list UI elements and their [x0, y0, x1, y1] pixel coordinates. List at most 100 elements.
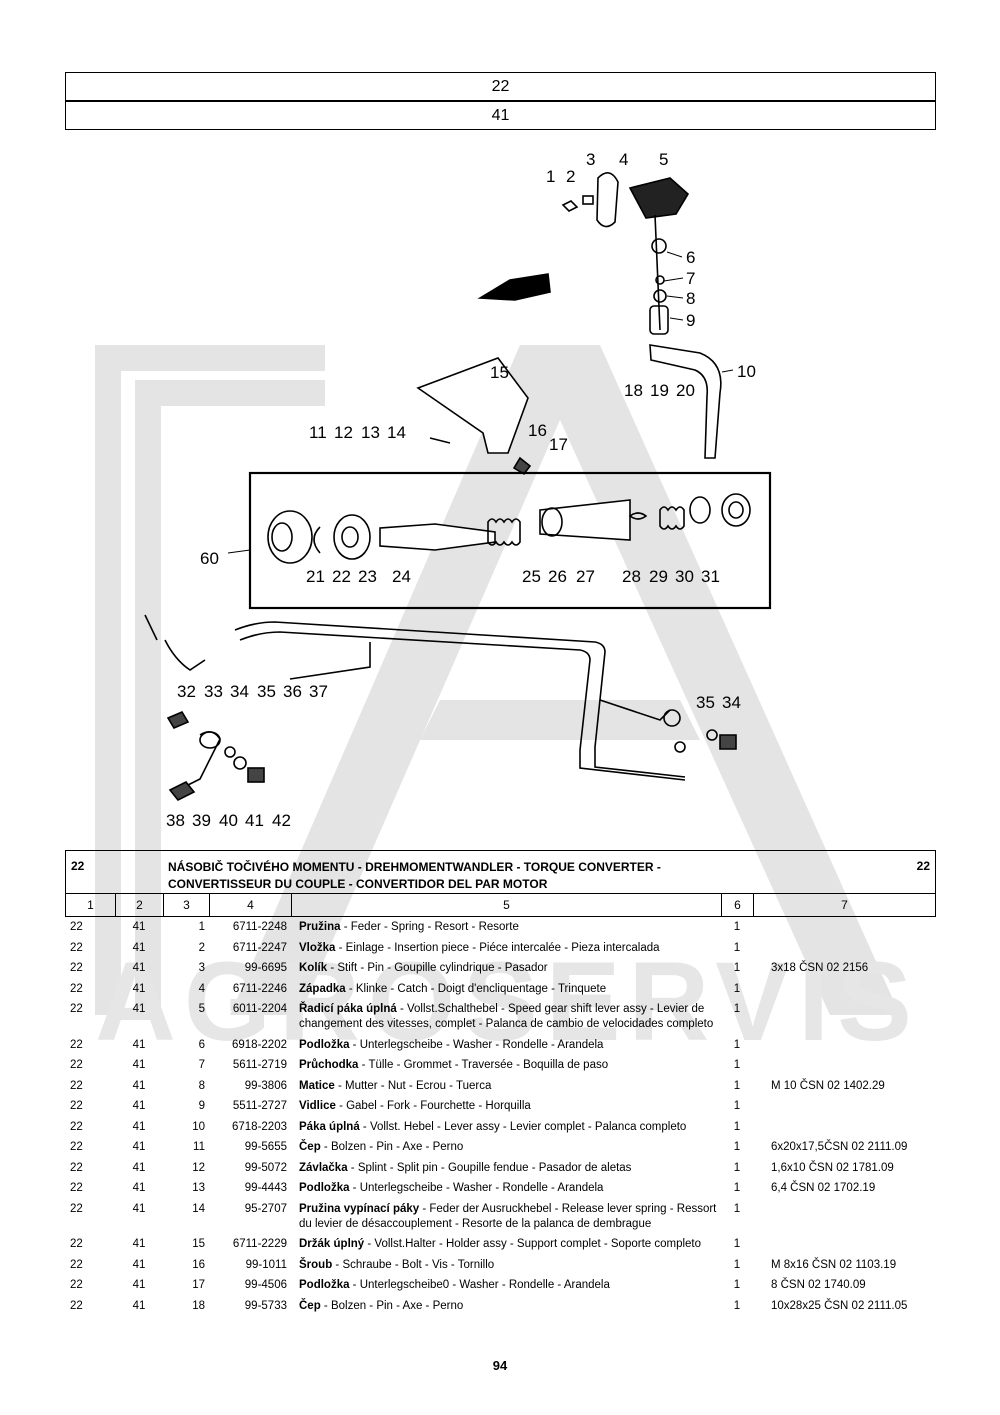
- cell-position: 16: [192, 1258, 205, 1271]
- cell-note: [753, 920, 934, 935]
- callout-34: 34: [230, 682, 249, 701]
- cell-group: 22: [70, 1299, 83, 1312]
- cell-description: Vložka - Einlage - Insertion piece - Pié…: [291, 941, 721, 956]
- cell-position: 1: [198, 921, 205, 933]
- callout-31: 31: [701, 567, 720, 586]
- cell-note: [753, 1099, 934, 1114]
- callout-34-right: 34: [722, 693, 741, 712]
- cell-note: [753, 1058, 934, 1073]
- callout-60: 60: [200, 549, 219, 568]
- callout-6: 6: [686, 248, 695, 267]
- cell-position: 7: [198, 1059, 205, 1071]
- part-name: Čep: [299, 1141, 321, 1153]
- cell-group: 22: [70, 1079, 83, 1092]
- cell-description: Západka - Klinke - Catch - Doigt d'encli…: [291, 982, 721, 997]
- section-title-line1: NÁSOBIČ TOČIVÉHO MOMENTU - DREHMOMENTWAN…: [168, 860, 661, 874]
- section-group-right: 22: [916, 859, 930, 873]
- cell-description: Podložka - Unterlegscheibe0 - Washer - R…: [291, 1278, 721, 1293]
- col-4: 4: [210, 894, 292, 916]
- cell-part-code: 6711-2247: [232, 941, 287, 954]
- part-name: Podložka: [299, 1182, 350, 1194]
- cell-subgroup: 41: [132, 1299, 146, 1312]
- cell-part-code: 6711-2248: [232, 921, 287, 933]
- cell-position: 12: [192, 1161, 205, 1174]
- subgroup-number: 41: [65, 101, 936, 130]
- cell-quantity: 1: [733, 1079, 741, 1092]
- part-name: Podložka: [299, 1038, 350, 1051]
- part-translations: - Schraube - Bolt - Vis - Tornillo: [332, 1258, 495, 1271]
- callout-19: 19: [650, 381, 669, 400]
- svg-text:AGROSERVIS: AGROSERVIS: [95, 939, 920, 1064]
- cell-subgroup: 41: [132, 941, 146, 954]
- callout-10: 10: [737, 362, 756, 381]
- cell-part-code: 99-4443: [244, 1182, 287, 1194]
- part-name: Matice: [299, 1079, 335, 1092]
- cell-note: 10x28x25 ČSN 02 2111.05: [771, 1299, 908, 1312]
- part-name: Závlačka: [299, 1161, 348, 1174]
- callout-37: 37: [309, 682, 328, 701]
- cell-quantity: 1: [733, 1182, 741, 1194]
- col-2: 2: [116, 894, 164, 916]
- part-name: Vidlice: [299, 1100, 336, 1112]
- cell-note: 3x18 ČSN 02 2156: [771, 962, 869, 974]
- cell-quantity: 1: [733, 1003, 741, 1015]
- cell-subgroup: 41: [132, 962, 146, 974]
- cell-note: 1,6x10 ČSN 02 1781.09: [771, 1161, 894, 1174]
- callout-33: 33: [204, 682, 223, 701]
- part-name: Pružina: [299, 921, 341, 933]
- cell-position: 6: [198, 1038, 205, 1051]
- cell-position: 5: [198, 1003, 205, 1015]
- callout-8: 8: [686, 289, 695, 308]
- part-name: Šroub: [299, 1258, 333, 1271]
- part-name: Vložka: [299, 941, 336, 954]
- callout-17: 17: [549, 435, 568, 454]
- cell-group: 22: [70, 1258, 83, 1271]
- part-translations: - Feder - Spring - Resort - Resorte: [340, 921, 519, 933]
- section-title-row: 22 NÁSOBIČ TOČIVÉHO MOMENTU - DREHMOMENT…: [65, 850, 936, 894]
- cell-group: 22: [70, 1038, 83, 1051]
- table-row: 22 41 16 99-1011 Šroub - Schraube - Bolt - V…: [65, 1258, 934, 1273]
- part-translations: - Unterlegscheibe0 - Washer - Rondelle -…: [349, 1279, 610, 1291]
- page-number: 94: [492, 1358, 508, 1373]
- cell-subgroup: 41: [132, 1141, 146, 1153]
- cell-position: 10: [192, 1120, 205, 1133]
- cell-quantity: 1: [733, 1120, 741, 1133]
- cell-quantity: 1: [733, 1258, 741, 1271]
- cell-quantity: 1: [733, 1299, 741, 1312]
- callout-14: 14: [387, 423, 406, 442]
- part-name: Podložka: [299, 1279, 350, 1291]
- cell-quantity: 1: [733, 1202, 741, 1215]
- part-name: Západka: [299, 982, 346, 995]
- callout-38: 38: [166, 811, 185, 830]
- cell-subgroup: 41: [132, 1161, 146, 1174]
- section-title-line2: CONVERTISSEUR DU COUPLE - CONVERTIDOR DE…: [168, 877, 548, 891]
- cell-description: Řadicí páka úplná - Vollst.Schalthebel -…: [291, 1002, 721, 1032]
- callout-40: 40: [219, 811, 238, 830]
- cell-part-code: 6711-2246: [232, 982, 287, 995]
- callout-3: 3: [586, 150, 595, 169]
- cell-position: 17: [192, 1279, 205, 1291]
- callout-26: 26: [548, 567, 567, 586]
- cell-subgroup: 41: [132, 1003, 146, 1015]
- cell-description: Průchodka - Tülle - Grommet - Traversée …: [291, 1058, 721, 1073]
- part-name: Držák úplný: [299, 1238, 365, 1250]
- cell-group: 22: [70, 1202, 83, 1215]
- cell-quantity: 1: [733, 1161, 741, 1174]
- part-translations: - Gabel - Fork - Fourchette - Horquilla: [335, 1100, 531, 1112]
- col-1: 1: [66, 894, 116, 916]
- cell-subgroup: 41: [132, 1258, 146, 1271]
- cell-description: Kolík - Stift - Pin - Goupille cylindriq…: [291, 961, 721, 976]
- callout-11: 11: [309, 423, 327, 442]
- part-translations: - Vollst.Schalthebel - Speed gear shift …: [299, 1003, 714, 1030]
- part-translations: - Splint - Split pin - Goupille fendue -…: [347, 1161, 632, 1174]
- cell-subgroup: 41: [132, 1238, 146, 1250]
- cell-note: [753, 1002, 934, 1032]
- cell-description: Závlačka - Splint - Split pin - Goupille…: [291, 1161, 721, 1176]
- cell-part-code: 99-1011: [245, 1258, 287, 1271]
- callout-42: 42: [272, 811, 291, 830]
